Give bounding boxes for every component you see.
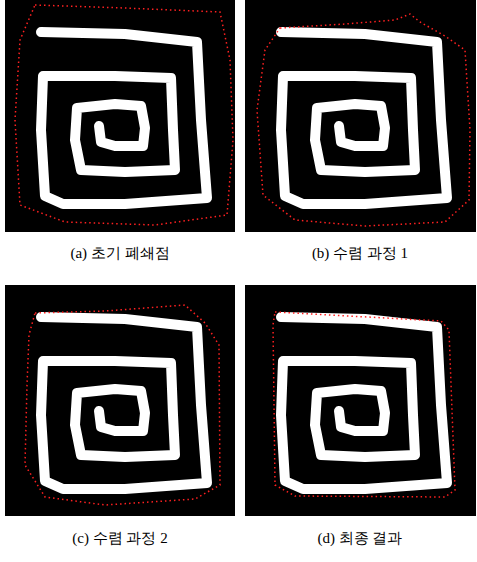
panel-c <box>5 285 235 516</box>
figure-caption: (b) 수렴 과정 1 <box>312 244 408 262</box>
figure-caption: (d) 최종 결과 <box>318 529 403 547</box>
panel-b <box>245 0 476 232</box>
panel-a <box>5 0 235 232</box>
figure-caption: (a) 초기 폐쇄점 <box>70 244 169 262</box>
panel-d <box>245 285 476 516</box>
figure-caption: (c) 수렴 과정 2 <box>72 529 167 547</box>
